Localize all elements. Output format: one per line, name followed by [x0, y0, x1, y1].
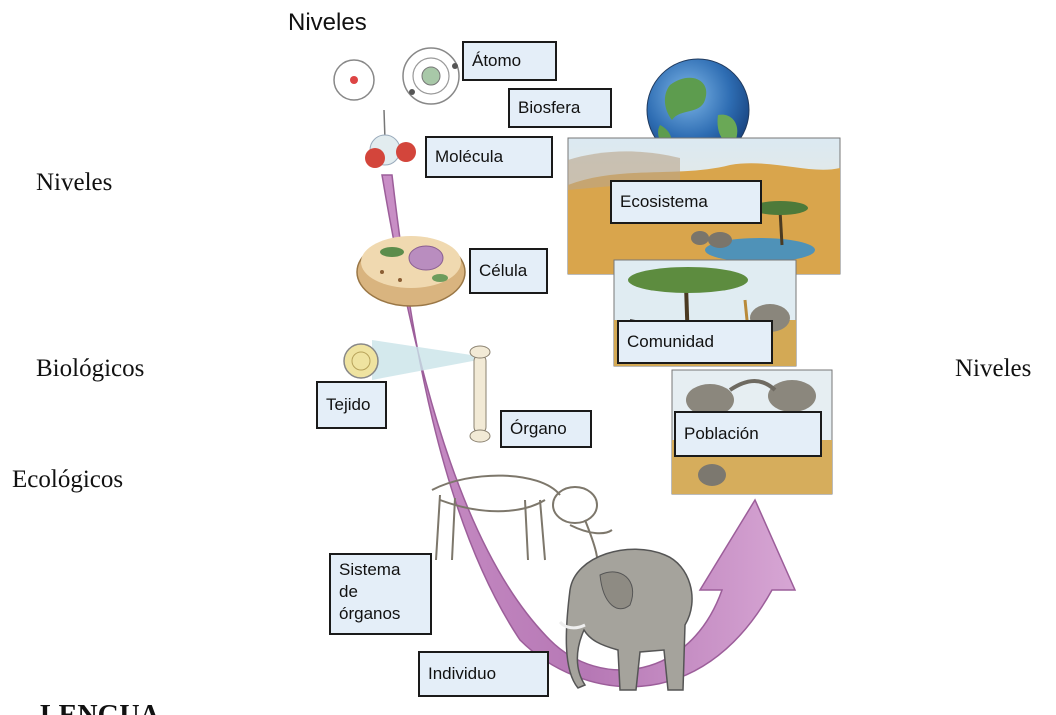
- label-sistema-line2: de: [339, 582, 358, 601]
- level-arrow: [381, 174, 797, 688]
- label-biosfera: Biosfera: [508, 88, 612, 128]
- label-organo: Órgano: [500, 410, 592, 448]
- tissue-icon: [343, 340, 478, 380]
- elephant-icon: [558, 548, 693, 691]
- label-sistema-de-organos: Sistema de órganos: [329, 553, 432, 635]
- label-sistema-line1: Sistema: [339, 560, 401, 579]
- cell-icon: [356, 236, 466, 307]
- label-ecosistema: Ecosistema: [610, 180, 762, 224]
- page-heading: Niveles: [288, 9, 367, 36]
- label-molecula: Molécula: [425, 136, 553, 178]
- side-label-biologicos: Biológicos: [36, 355, 145, 382]
- side-label-ecologicos: Ecológicos: [12, 466, 124, 493]
- skeleton-icon: [431, 474, 613, 581]
- side-label-niveles-right: Niveles: [955, 355, 1032, 382]
- label-individuo: Individuo: [418, 651, 549, 697]
- bone-icon: [469, 345, 491, 443]
- label-comunidad: Comunidad: [617, 320, 773, 364]
- bottom-cut-heading: LENGUA: [40, 696, 160, 715]
- label-poblacion: Población: [674, 411, 822, 457]
- side-label-niveles-left: Niveles: [36, 169, 113, 196]
- label-atomo: Átomo: [462, 41, 557, 81]
- molecule-icon: [365, 134, 416, 168]
- atom-icon: [333, 47, 460, 141]
- label-sistema-line3: órganos: [339, 604, 401, 623]
- label-celula: Célula: [469, 248, 548, 294]
- earth-globe-icon: [646, 58, 750, 162]
- label-tejido: Tejido: [316, 381, 387, 429]
